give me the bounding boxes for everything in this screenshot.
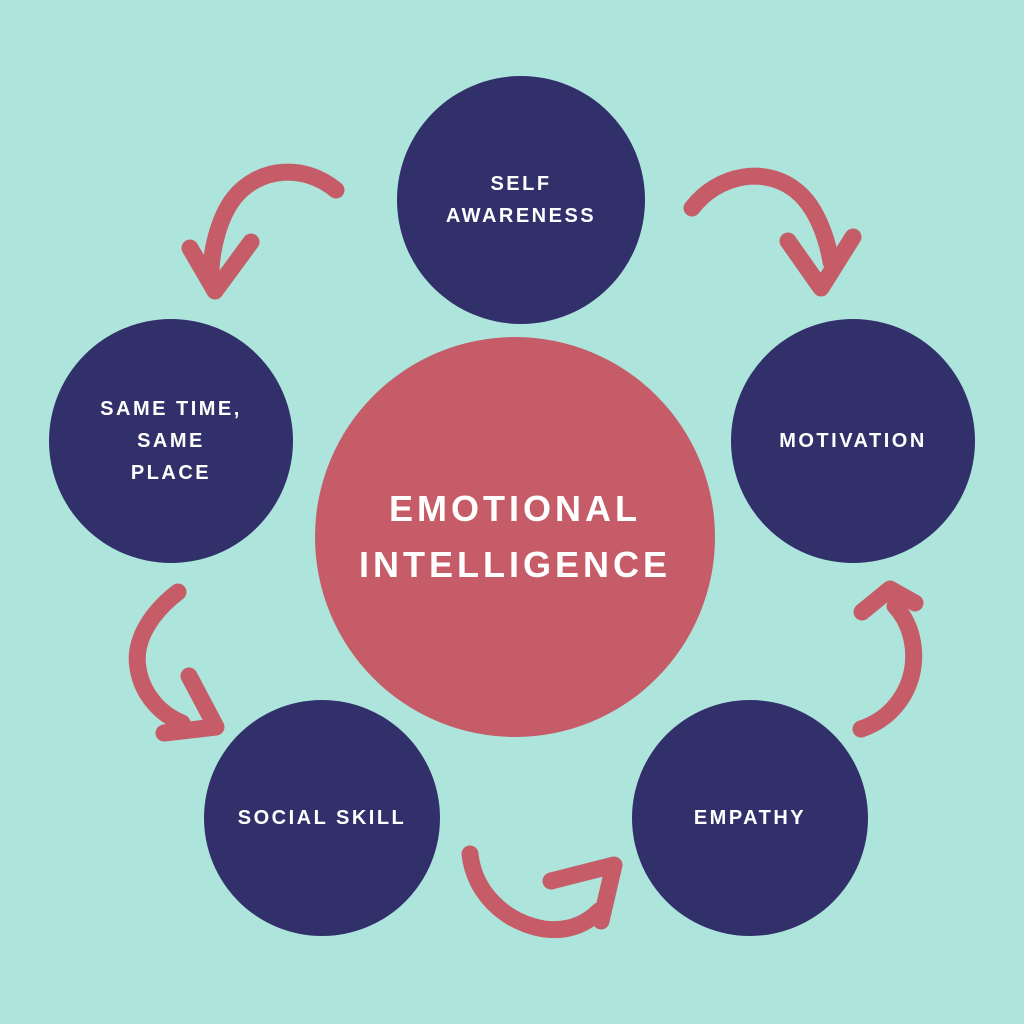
curved-arrow-up-right-icon [461, 845, 623, 939]
node-empathy: EMPATHY [632, 700, 868, 936]
center-node-emotional-intelligence: EMOTIONAL INTELLIGENCE [315, 337, 715, 737]
center-node-label: EMOTIONAL INTELLIGENCE [358, 488, 671, 585]
node-label-empathy: EMPATHY [693, 807, 807, 829]
node-self-awareness: SELF AWARENESS [397, 76, 645, 324]
curved-arrow-down-left-icon [181, 163, 345, 300]
node-same-time-same-place: SAME TIME, SAME PLACE [49, 319, 293, 563]
node-label-motivation: MOTIVATION [779, 430, 927, 452]
curved-arrow-up-icon [852, 580, 924, 738]
node-label-same-time-same-place: SAME TIME, SAME PLACE [100, 398, 242, 484]
node-label-social-skill: SOCIAL SKILL [237, 807, 407, 829]
curved-arrow-down-right-icon [683, 167, 862, 297]
node-social-skill: SOCIAL SKILL [204, 700, 440, 936]
curved-arrow-left-down-icon [128, 583, 225, 742]
node-motivation: MOTIVATION [731, 319, 975, 563]
node-label-self-awareness: SELF AWARENESS [445, 173, 597, 227]
